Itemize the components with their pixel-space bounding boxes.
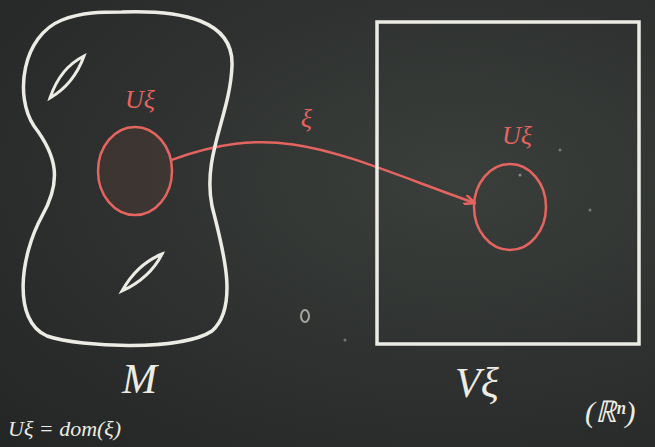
handle-hole: [50, 56, 84, 98]
handle-hole: [122, 254, 162, 291]
map-label: ξ: [301, 105, 312, 134]
image-region: Uξ: [470, 120, 550, 255]
chalk-dot: [344, 339, 347, 342]
shape-outline: [470, 160, 550, 255]
chalk-dot: [301, 310, 309, 322]
domain-note: Uξ = dom(ξ): [8, 417, 121, 441]
chalk-dot: [559, 149, 562, 152]
node-label: M: [122, 356, 157, 402]
node-label: Vξ: [455, 360, 499, 406]
square-outline: [377, 22, 639, 344]
image-circle: [474, 164, 546, 250]
manifold-outline: [23, 12, 232, 346]
chalk-dot: [589, 209, 592, 212]
manifold-blob: M Uξ: [12, 6, 248, 401]
shape-outline: [95, 124, 175, 219]
node-label: Uξ: [125, 86, 155, 115]
chart-domain: Uξ: [95, 84, 175, 219]
node-label: Uξ: [502, 122, 532, 151]
space-label: (ℝⁿ): [585, 395, 635, 428]
euclidean-square: Vξ Uξ: [375, 20, 643, 415]
shape-outline: [375, 20, 643, 346]
chalk-dot: [519, 174, 522, 177]
map-arrow: [171, 142, 474, 203]
domain-circle: [98, 127, 172, 215]
